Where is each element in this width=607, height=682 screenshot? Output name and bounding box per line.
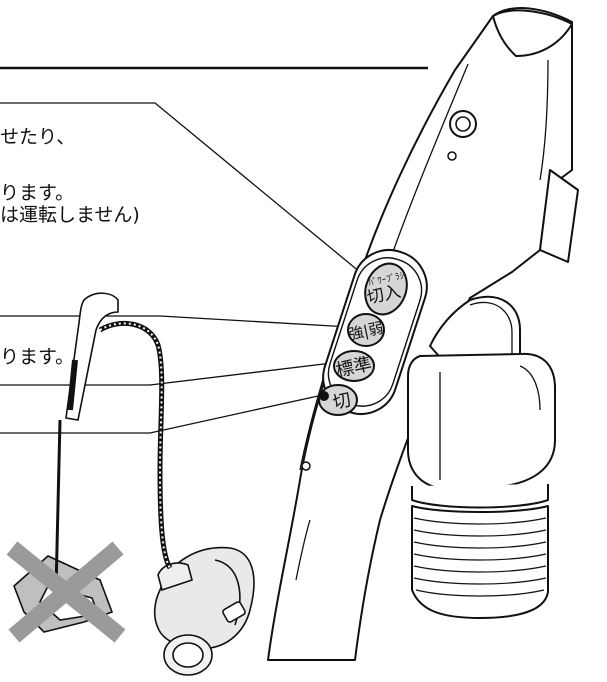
leader-line-power-brush: [0, 102, 373, 283]
text-line-4: ります。: [0, 346, 75, 368]
leader-line-off: [0, 395, 319, 434]
off-button-label: 切: [331, 389, 353, 413]
hose-body: [411, 505, 549, 619]
power-brush-button[interactable]: ﾊﾟﾜｰﾌﾞﾗｼ 切入: [358, 258, 413, 321]
cleaner-hose: [98, 320, 173, 570]
hose-ribs: [413, 517, 547, 597]
hose-neck-inner: [469, 301, 513, 360]
handle-ridge: [389, 59, 549, 261]
off-indicator-dot: [319, 391, 329, 401]
screw-hole-icon: [447, 151, 457, 161]
cleaner-wand: [65, 292, 119, 421]
off-button[interactable]: 切: [318, 384, 358, 416]
leader-line-standard: [0, 362, 333, 386]
cleaner-display: [222, 601, 246, 623]
prohibited-x-mark: [6, 541, 126, 643]
leader-lines: [0, 102, 373, 434]
handle-top-cap: [492, 9, 573, 57]
text-line-1: せたり、: [0, 126, 76, 148]
hose-joint-inner: [439, 365, 541, 480]
strong-weak-button[interactable]: 強|弱: [347, 313, 385, 347]
text-line-2: ります。: [0, 182, 75, 204]
handle-details: [295, 110, 477, 581]
hose-connector: [411, 484, 549, 509]
standard-button[interactable]: 標準: [333, 350, 375, 382]
handle-side-slot: [539, 169, 579, 263]
vacuum-handle: [267, 7, 579, 661]
text-line-3: は運転しません): [0, 204, 140, 226]
hose-neck: [429, 295, 521, 365]
screw-hole-lower-icon: [301, 461, 311, 471]
leader-line-strong-weak: [0, 315, 351, 328]
hose-joint: [407, 352, 556, 489]
